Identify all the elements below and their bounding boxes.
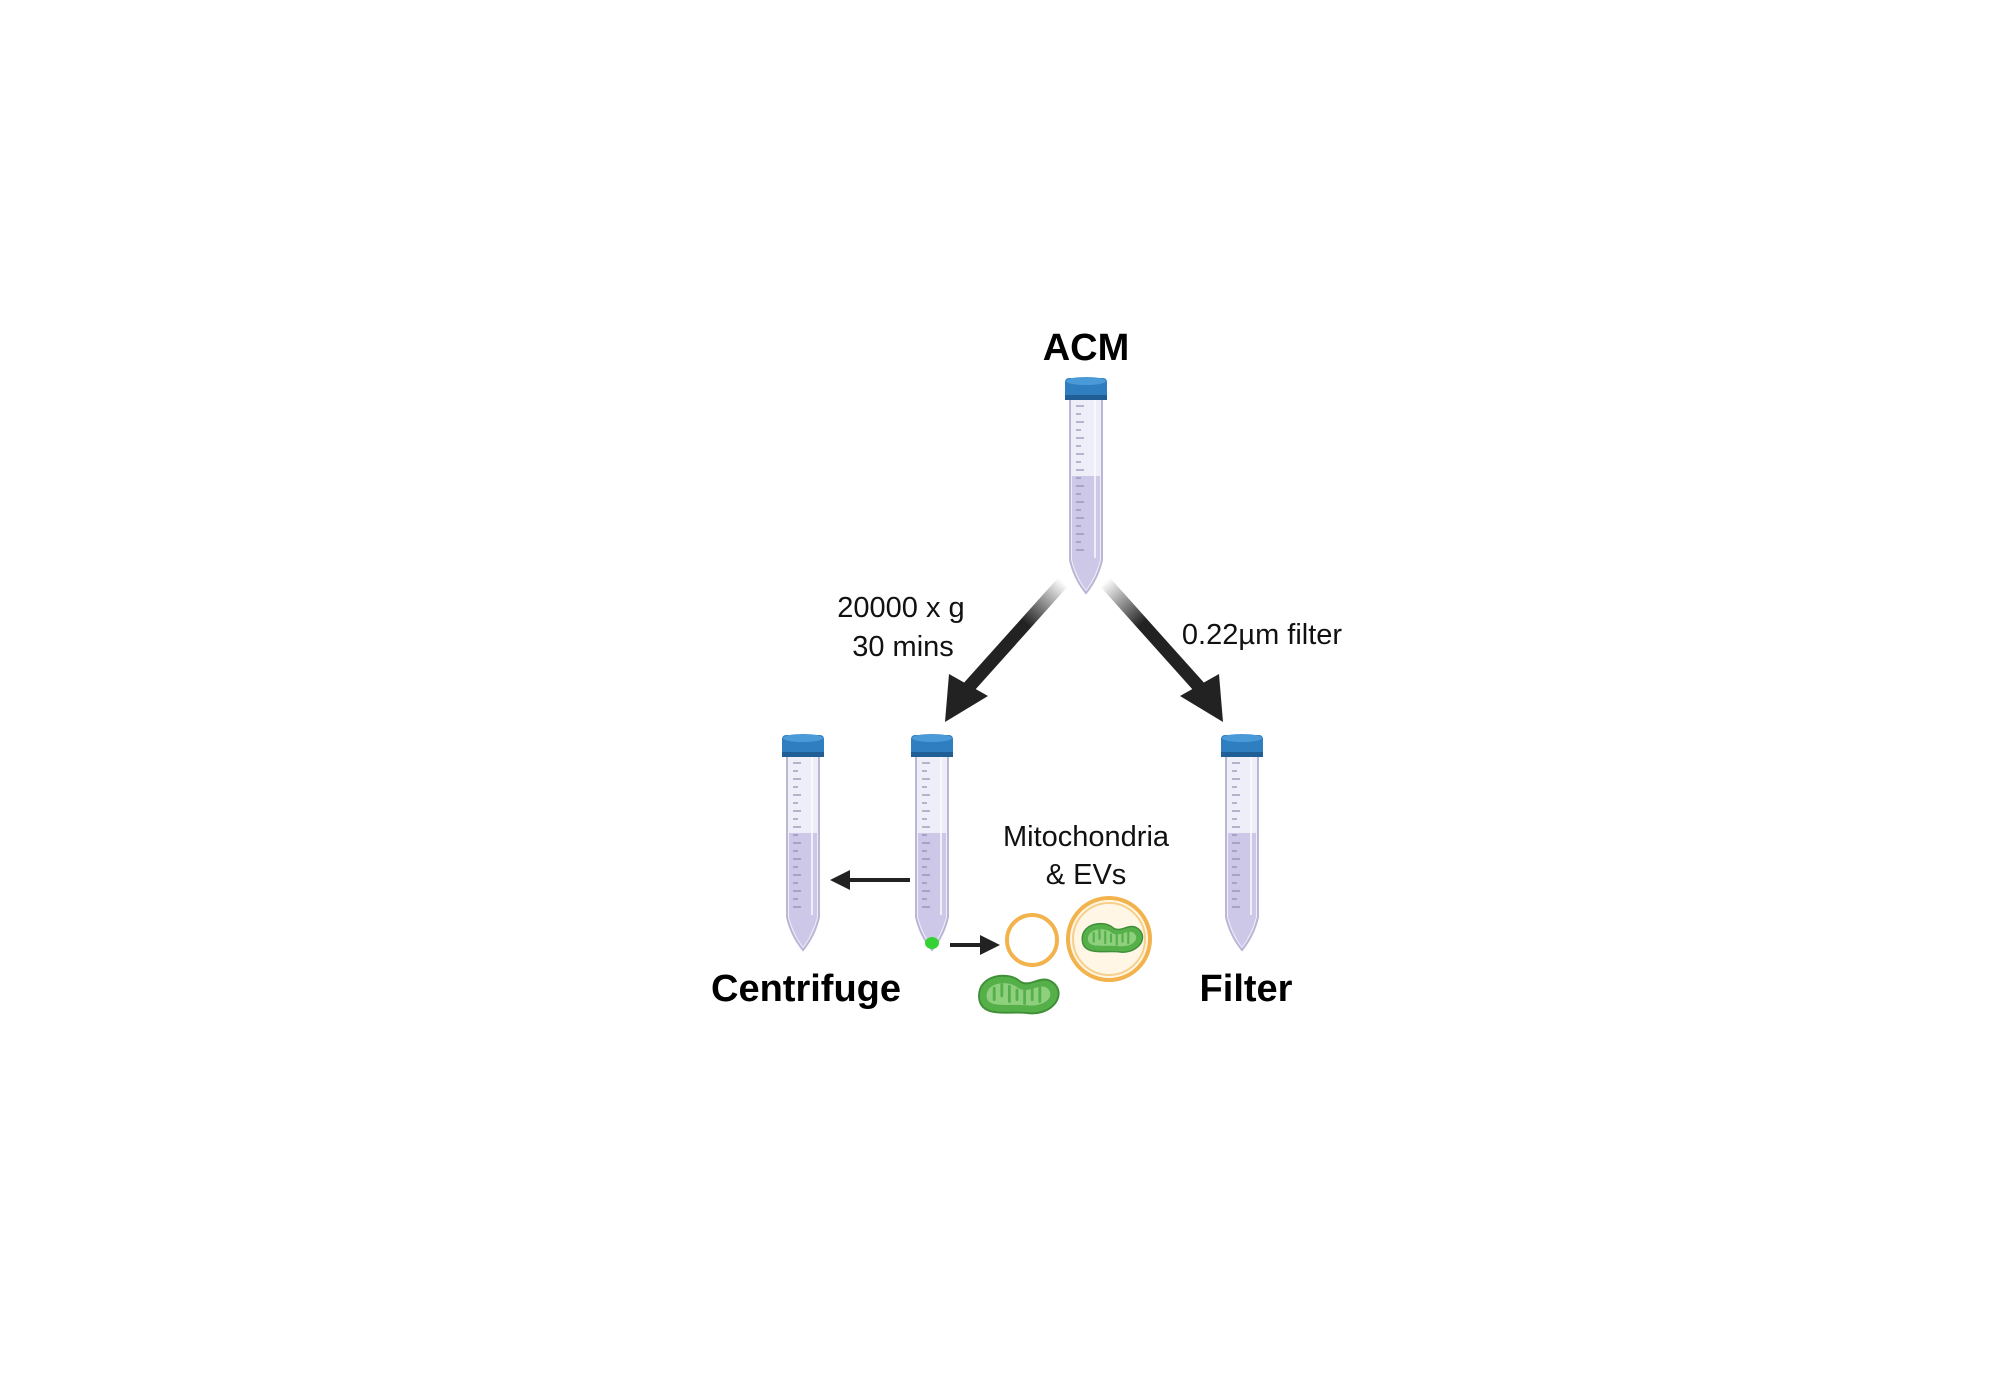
centrifuge-label: Centrifuge — [711, 968, 901, 1010]
filter-condition-label: 0.22µm filter — [1182, 619, 1342, 651]
arrow-icon-pellet — [950, 935, 1000, 955]
centrifuge-time-label: 30 mins — [852, 631, 954, 663]
tube-icon-centrifuged — [910, 733, 954, 951]
arrow-icon-centrifuge — [945, 577, 1068, 722]
vesicle-icon — [1005, 913, 1059, 967]
centrifuge-speed-label: 20000 x g — [837, 592, 964, 624]
mitochondrion-icon-inside — [1081, 922, 1144, 954]
title-acm: ACM — [1043, 327, 1130, 369]
pellet-icon — [925, 937, 939, 949]
vesicle-icon-with-mitochondrion — [1066, 896, 1152, 982]
arrow-icon-filter — [1100, 577, 1223, 722]
pellet-label-line2: & EVs — [1046, 859, 1127, 891]
arrow-icon-supernatant — [830, 870, 910, 890]
pellet-label-line1: Mitochondria — [1003, 821, 1170, 853]
tube-icon-filtered — [1220, 733, 1264, 951]
filter-label: Filter — [1200, 968, 1293, 1010]
tube-icon-acm — [1064, 376, 1108, 594]
mitochondrion-icon — [977, 974, 1061, 1015]
tube-icon-supernatant — [781, 733, 825, 951]
